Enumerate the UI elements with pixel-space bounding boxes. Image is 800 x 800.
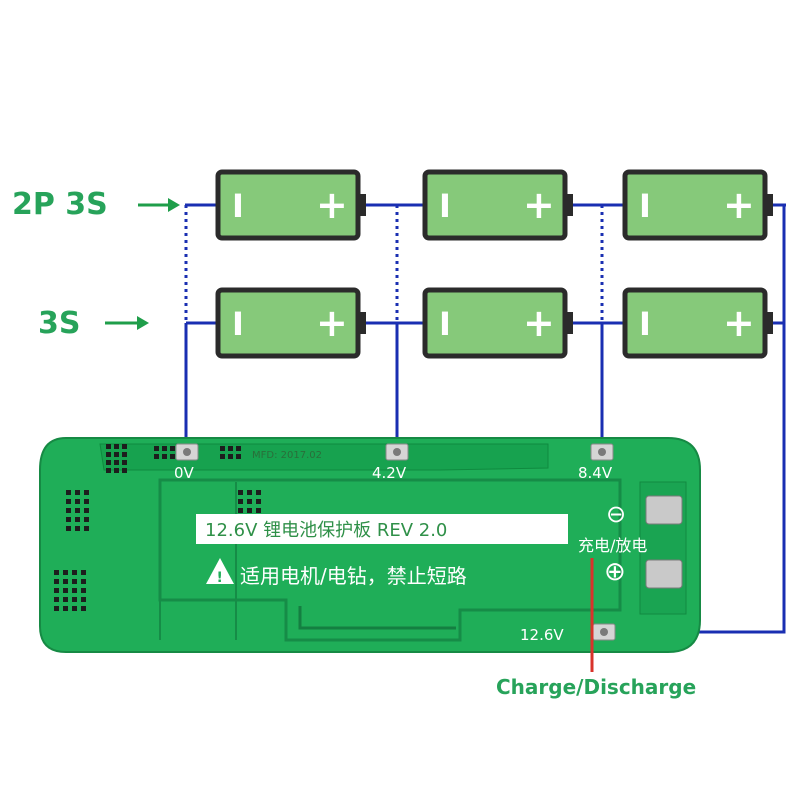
- battery-cell-icon: I+: [215, 287, 366, 359]
- battery-cells: I+I+I+I+I+I+: [215, 169, 773, 359]
- battery-minus-icon: I: [232, 187, 244, 225]
- warning-icon: !: [206, 558, 234, 586]
- battery-plus-icon: +: [316, 183, 348, 227]
- battery-minus-icon: I: [639, 187, 651, 225]
- pad-label-0v: 0V: [174, 464, 195, 482]
- port-label: 充电/放电: [578, 536, 647, 555]
- battery-cell-icon: I+: [422, 287, 573, 359]
- arrow-right-icon: [105, 316, 149, 330]
- battery-cell-icon: I+: [622, 169, 773, 241]
- config-label-2p3s: 2P 3S: [12, 187, 108, 222]
- battery-plus-icon: +: [723, 183, 755, 227]
- battery-minus-icon: I: [232, 305, 244, 343]
- pad-label-8v4: 8.4V: [578, 464, 613, 482]
- pad-label-4v2: 4.2V: [372, 464, 407, 482]
- port-pad-negative: [645, 495, 683, 525]
- battery-cell-icon: I+: [422, 169, 573, 241]
- battery-plus-icon: +: [316, 301, 348, 345]
- arrow-right-icon: [138, 198, 180, 212]
- charge-discharge-label: Charge/Discharge: [496, 675, 696, 699]
- battery-minus-icon: I: [439, 187, 451, 225]
- pad-label-12v6: 12.6V: [520, 626, 564, 644]
- battery-plus-icon: +: [523, 183, 555, 227]
- battery-plus-icon: +: [723, 301, 755, 345]
- config-label-3s: 3S: [38, 306, 80, 341]
- date-code: MFD: 2017.02: [252, 450, 322, 461]
- battery-cell-icon: I+: [215, 169, 366, 241]
- port-pad-positive: [645, 559, 683, 589]
- battery-minus-icon: I: [439, 305, 451, 343]
- board-title: 12.6V 锂电池保护板 REV 2.0: [205, 520, 447, 541]
- board-title-box: [196, 514, 568, 544]
- battery-minus-icon: I: [639, 305, 651, 343]
- protection-board: 0V 4.2V 8.4V 12.6V MFD: 2017.02 12.6V 锂电…: [39, 437, 701, 653]
- battery-cell-icon: I+: [622, 287, 773, 359]
- battery-plus-icon: +: [523, 301, 555, 345]
- svg-text:!: !: [217, 570, 223, 586]
- minus-symbol-icon: ⊖: [606, 500, 626, 528]
- parallel-links: [184, 205, 786, 323]
- board-warning: 适用电机/电钻，禁止短路: [240, 564, 467, 588]
- plus-symbol-icon: ⊕: [604, 557, 626, 587]
